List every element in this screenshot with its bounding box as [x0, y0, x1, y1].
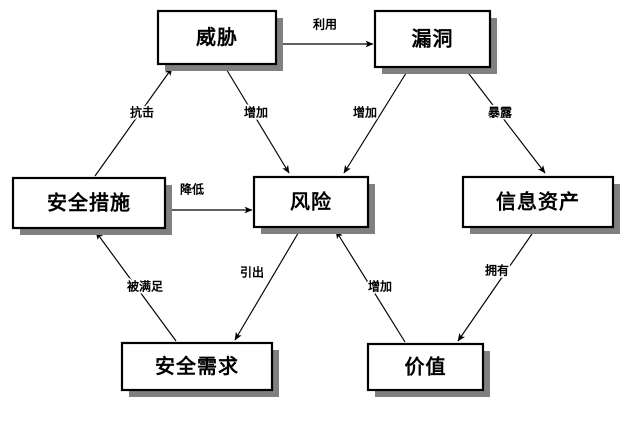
- edge-label-halo-assets-own-value: 拥有: [485, 263, 509, 278]
- edges-layer: [94, 40, 546, 343]
- node-label-vulnerability: 漏洞: [412, 27, 454, 51]
- node-label-threat: 威胁: [196, 25, 238, 49]
- edge-vulnerability-increases-risk: [343, 69, 409, 174]
- edge-label-halo-measures-reduce-risk: 降低: [180, 182, 204, 197]
- edge-label-halo-vulnerability-increases-risk: 增加: [353, 105, 377, 120]
- node-box-assets[interactable]: [461, 175, 615, 229]
- node-label-value: 价值: [405, 355, 447, 379]
- node-box-risk[interactable]: [252, 175, 370, 229]
- node-box-threat[interactable]: [156, 9, 278, 66]
- edge-assets-own-value: [457, 230, 535, 342]
- node-box-value[interactable]: [366, 342, 485, 392]
- node-box-measures[interactable]: [11, 176, 167, 230]
- node-measures[interactable]: 安全措施: [11, 176, 172, 235]
- node-box-vulnerability[interactable]: [373, 9, 492, 69]
- node-label-measures: 安全措施: [47, 191, 131, 215]
- edge-value-increases-risk: [335, 230, 406, 343]
- node-assets[interactable]: 信息资产: [461, 175, 620, 234]
- node-value[interactable]: 价值: [366, 342, 490, 397]
- edge-label-halo-threat-exploits-vulnerability: 利用: [313, 17, 337, 32]
- edge-label-halo-vulnerability-exposes-assets: 暴露: [487, 106, 513, 120]
- edge-label-halo-requirements-satisfied-measures: 被满足: [127, 279, 163, 294]
- edge-label-halo-measures-resist-threat: 抗击: [130, 105, 154, 120]
- edge-vulnerability-exposes-assets: [465, 69, 546, 174]
- edge-label-assets-own-value: 拥有: [485, 263, 509, 278]
- edge-risk-derives-requirements: [234, 229, 301, 341]
- edge-label-vulnerability-increases-risk: 增加: [353, 105, 377, 120]
- edge-label-measures-reduce-risk: 降低: [180, 182, 204, 197]
- edge-label-threat-exploits-vulnerability: 利用: [313, 17, 337, 32]
- edge-labels-layer: 利用利用抗击抗击增加增加增加增加暴露暴露降低降低被满足被满足引出引出增加增加拥有…: [125, 15, 514, 295]
- edge-label-halo-value-increases-risk: 增加: [368, 279, 392, 294]
- node-requirements[interactable]: 安全需求: [120, 341, 279, 397]
- node-label-requirements: 安全需求: [155, 354, 239, 378]
- node-vulnerability[interactable]: 漏洞: [373, 9, 497, 74]
- edge-label-risk-derives-requirements: 引出: [240, 265, 264, 280]
- node-box-requirements[interactable]: [120, 341, 274, 392]
- node-threat[interactable]: 威胁: [156, 9, 283, 71]
- edge-label-threat-increases-risk: 增加: [244, 105, 268, 120]
- edge-label-vulnerability-exposes-assets: 暴露: [487, 106, 513, 120]
- node-label-risk: 风险: [290, 190, 332, 214]
- edge-measures-resist-threat: [94, 67, 173, 177]
- node-risk[interactable]: 风险: [252, 175, 375, 234]
- edge-label-requirements-satisfied-measures: 被满足: [127, 279, 163, 294]
- node-label-assets: 信息资产: [496, 190, 580, 214]
- edge-requirements-satisfied-measures: [95, 231, 177, 342]
- edge-label-value-increases-risk: 增加: [368, 279, 392, 294]
- edge-label-measures-resist-threat: 抗击: [130, 105, 154, 120]
- edge-threat-increases-risk: [224, 66, 290, 174]
- edge-label-halo-threat-increases-risk: 增加: [244, 105, 268, 120]
- edge-label-halo-risk-derives-requirements: 引出: [240, 265, 264, 280]
